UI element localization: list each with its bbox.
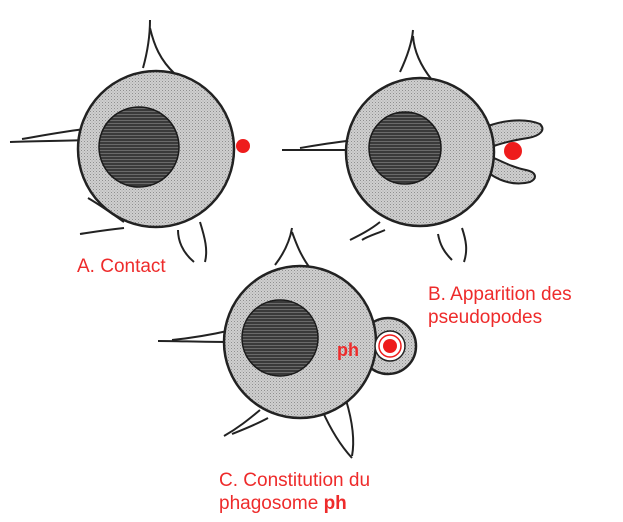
label-c-line2-bold: ph (324, 493, 347, 514)
cell-c (158, 228, 416, 458)
phagosome-label: ph (337, 340, 359, 361)
label-b-line2: pseudopodes (428, 306, 572, 329)
pseudopod-lower (490, 158, 535, 184)
cell-a (10, 20, 250, 262)
cell-a-nucleus (99, 107, 179, 187)
label-c-line1: C. Constitution du (219, 469, 370, 492)
label-pseudopodes: B. Apparition des pseudopodes (428, 283, 572, 329)
cell-b-nucleus (369, 112, 441, 184)
label-c-line2-prefix: phagosome (219, 493, 324, 514)
label-c-line2: phagosome ph (219, 492, 370, 515)
label-phagosome: C. Constitution du phagosome ph (219, 469, 370, 515)
cell-c-nucleus (242, 300, 318, 376)
particle-b (504, 142, 522, 160)
pseudopod-upper (488, 120, 542, 146)
cell-b (282, 30, 542, 262)
particle-a (236, 139, 250, 153)
label-contact: A. Contact (77, 255, 166, 278)
particle-c (383, 339, 397, 353)
label-b-line1: B. Apparition des (428, 283, 572, 306)
